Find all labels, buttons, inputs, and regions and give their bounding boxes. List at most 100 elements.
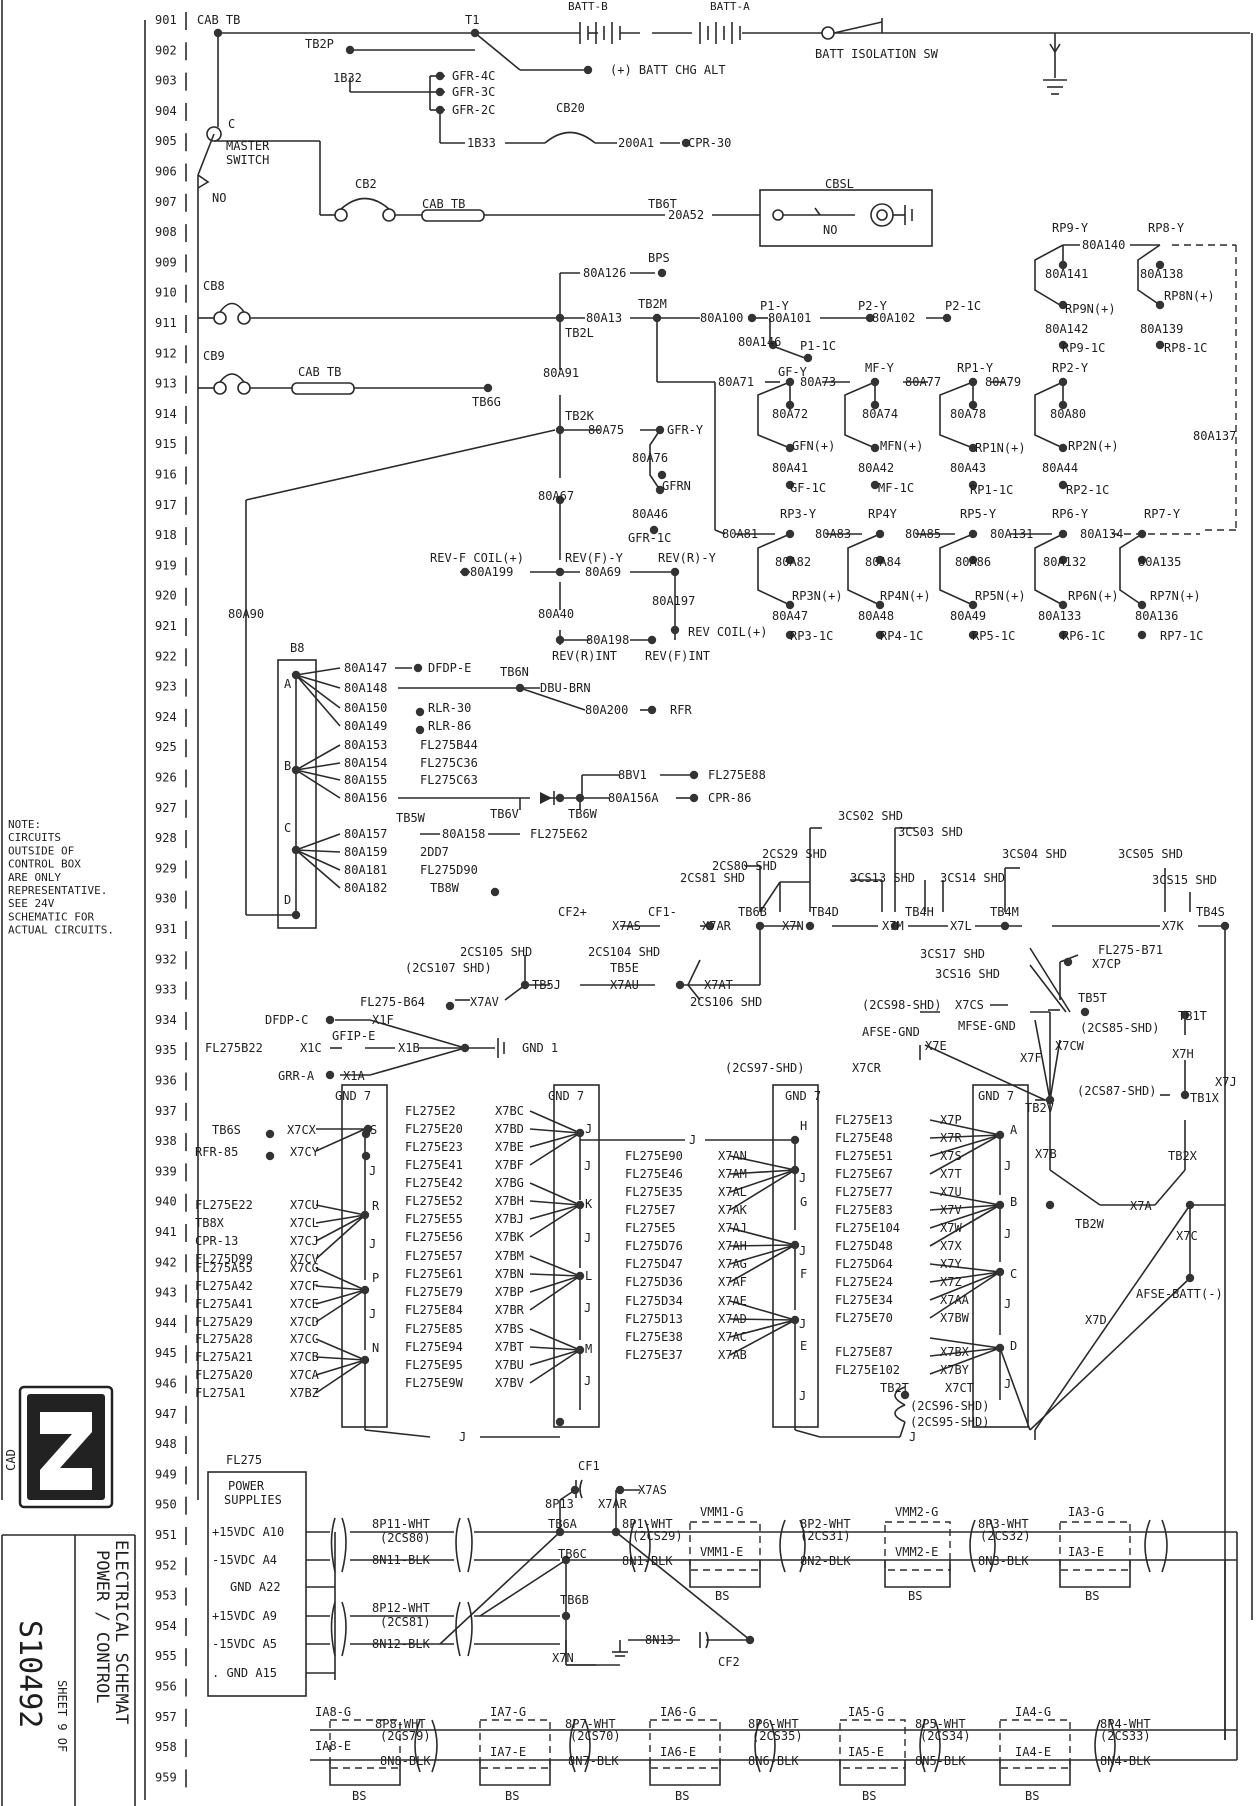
terminal-dot: [483, 383, 493, 393]
label-fl275e7: FL275E7: [625, 1203, 676, 1217]
label-bs: BS: [715, 1589, 729, 1603]
label-r8n11: 8N11-BLK: [372, 1553, 431, 1567]
label-ia8g: IA8-G: [315, 1705, 351, 1719]
label-r80a69: 80A69: [585, 565, 621, 579]
label-rp2y: RP2-Y: [1052, 361, 1089, 375]
label-x7n: X7N: [782, 919, 804, 933]
label-fl275e94: FL275E94: [405, 1340, 463, 1354]
line-number: 925: [155, 740, 177, 754]
terminal-dot: [1058, 555, 1068, 565]
label-r80a126: 80A126: [583, 266, 626, 280]
label-r8n13: 8N13: [645, 1633, 674, 1647]
label-jumper-j: J: [584, 1231, 591, 1245]
terminal-dot: [655, 485, 665, 495]
label-p15a10: +15VDC A10: [212, 1525, 284, 1539]
label-gnd7a: GND 7: [335, 1089, 371, 1103]
label-fl275e55: FL275E55: [405, 1212, 463, 1226]
terminal-dot: [575, 793, 585, 803]
label-r80a47: 80A47: [772, 609, 808, 623]
label-cb20: CB20: [556, 101, 585, 115]
label-power: POWER: [228, 1479, 265, 1493]
label-rp7y: RP7-Y: [1144, 507, 1181, 521]
line-number: 923: [155, 680, 177, 694]
label-tb5w: TB5W: [396, 811, 426, 825]
label-r8p4: 8P4-WHT: [1100, 1717, 1151, 1731]
label-vmm1g: VMM1-G: [700, 1505, 743, 1519]
terminal-dot: [265, 1151, 275, 1161]
label-fl275e79: FL275E79: [405, 1285, 463, 1299]
terminal-dot: [968, 400, 978, 410]
label-x7cw: X7CW: [1055, 1039, 1085, 1053]
line-number: 950: [155, 1498, 177, 1512]
label-fl275a28: FL275A28: [195, 1332, 253, 1346]
label-x7bh: X7BH: [495, 1194, 524, 1208]
terminal-dot: [681, 138, 691, 148]
label-x7cu: X7CU: [290, 1198, 319, 1212]
terminal-dot: [649, 525, 659, 535]
label-r8n1: 8N1-BLK: [622, 1554, 673, 1568]
label-x7j: X7J: [1215, 1075, 1237, 1089]
label-r80a147: 80A147: [344, 661, 387, 675]
terminal-dot: [413, 663, 423, 673]
terminal-dot: [875, 600, 885, 610]
label-cs04: 3CS04 SHD: [1002, 847, 1067, 861]
label-cbsl: CBSL: [825, 177, 854, 191]
label-x7cg: X7CG: [290, 1261, 319, 1275]
terminal-dot: [291, 845, 301, 855]
line-number: 956: [155, 1680, 177, 1694]
label-pf: F: [800, 1267, 807, 1281]
terminal-dot: [555, 793, 565, 803]
terminal-dot: [890, 921, 900, 931]
note-line: ARE ONLY: [8, 871, 61, 884]
terminal-dot: [435, 105, 445, 115]
terminal-dot: [768, 340, 778, 350]
label-x7bd: X7BD: [495, 1122, 524, 1136]
terminal-dot: [785, 555, 795, 565]
label-fl275e2: FL275E2: [405, 1104, 456, 1118]
label-fl275b22: FL275B22: [205, 1041, 263, 1055]
label-rp8y: RP8-Y: [1148, 221, 1185, 235]
terminal-dot: [657, 470, 667, 480]
label-r80a76: 80A76: [632, 451, 668, 465]
label-fl275e95: FL275E95: [405, 1358, 463, 1372]
label-r80a198: 80A198: [586, 633, 629, 647]
label-x7bw: X7BW: [940, 1311, 970, 1325]
label-gfy: GF-Y: [778, 365, 808, 379]
label-fl275b71: FL275-B71: [1098, 943, 1163, 957]
label-x7bf: X7BF: [495, 1158, 524, 1172]
line-number: 908: [155, 225, 177, 239]
terminal-dot: [790, 1165, 800, 1175]
label-bs: BS: [1085, 1589, 1099, 1603]
label-r80a42: 80A42: [858, 461, 894, 475]
label-jumper-j: J: [369, 1237, 376, 1251]
label-x7cd: X7CD: [290, 1315, 319, 1329]
label-x7bj: X7BJ: [495, 1212, 524, 1226]
label-ps: S: [370, 1123, 377, 1137]
label-fl275e57: FL275E57: [405, 1249, 463, 1263]
label-x7ab: X7AB: [718, 1348, 747, 1362]
label-tb2x: TB2X: [1168, 1149, 1198, 1163]
line-number: 932: [155, 952, 177, 966]
line-number: 929: [155, 861, 177, 875]
label-rp6y: RP6-Y: [1052, 507, 1089, 521]
label-rp9y: RP9-Y: [1052, 221, 1089, 235]
label-pa: A: [284, 677, 292, 691]
label-x7bc: X7BC: [495, 1104, 524, 1118]
label-r80a81: 80A81: [722, 527, 758, 541]
label-x7an: X7AN: [718, 1149, 747, 1163]
label-cs81: 2CS81 SHD: [680, 871, 745, 885]
label-fl275: FL275: [226, 1453, 262, 1467]
label-x7cy: X7CY: [290, 1145, 320, 1159]
line-number: 909: [155, 255, 177, 269]
terminal-dot: [515, 683, 525, 693]
label-fl275e88: FL275E88: [708, 768, 766, 782]
label-x7bk: X7BK: [495, 1230, 525, 1244]
label-x7m: X7M: [882, 919, 904, 933]
label-vmm2e: VMM2-E: [895, 1545, 938, 1559]
label-tb2t: TB2T: [880, 1381, 909, 1395]
label-fl275e70: FL275E70: [835, 1311, 893, 1325]
terminal-dot: [875, 555, 885, 565]
label-x7at: X7AT: [704, 978, 733, 992]
label-pc: C: [284, 821, 291, 835]
label-r8p12: 8P12-WHT: [372, 1601, 430, 1615]
